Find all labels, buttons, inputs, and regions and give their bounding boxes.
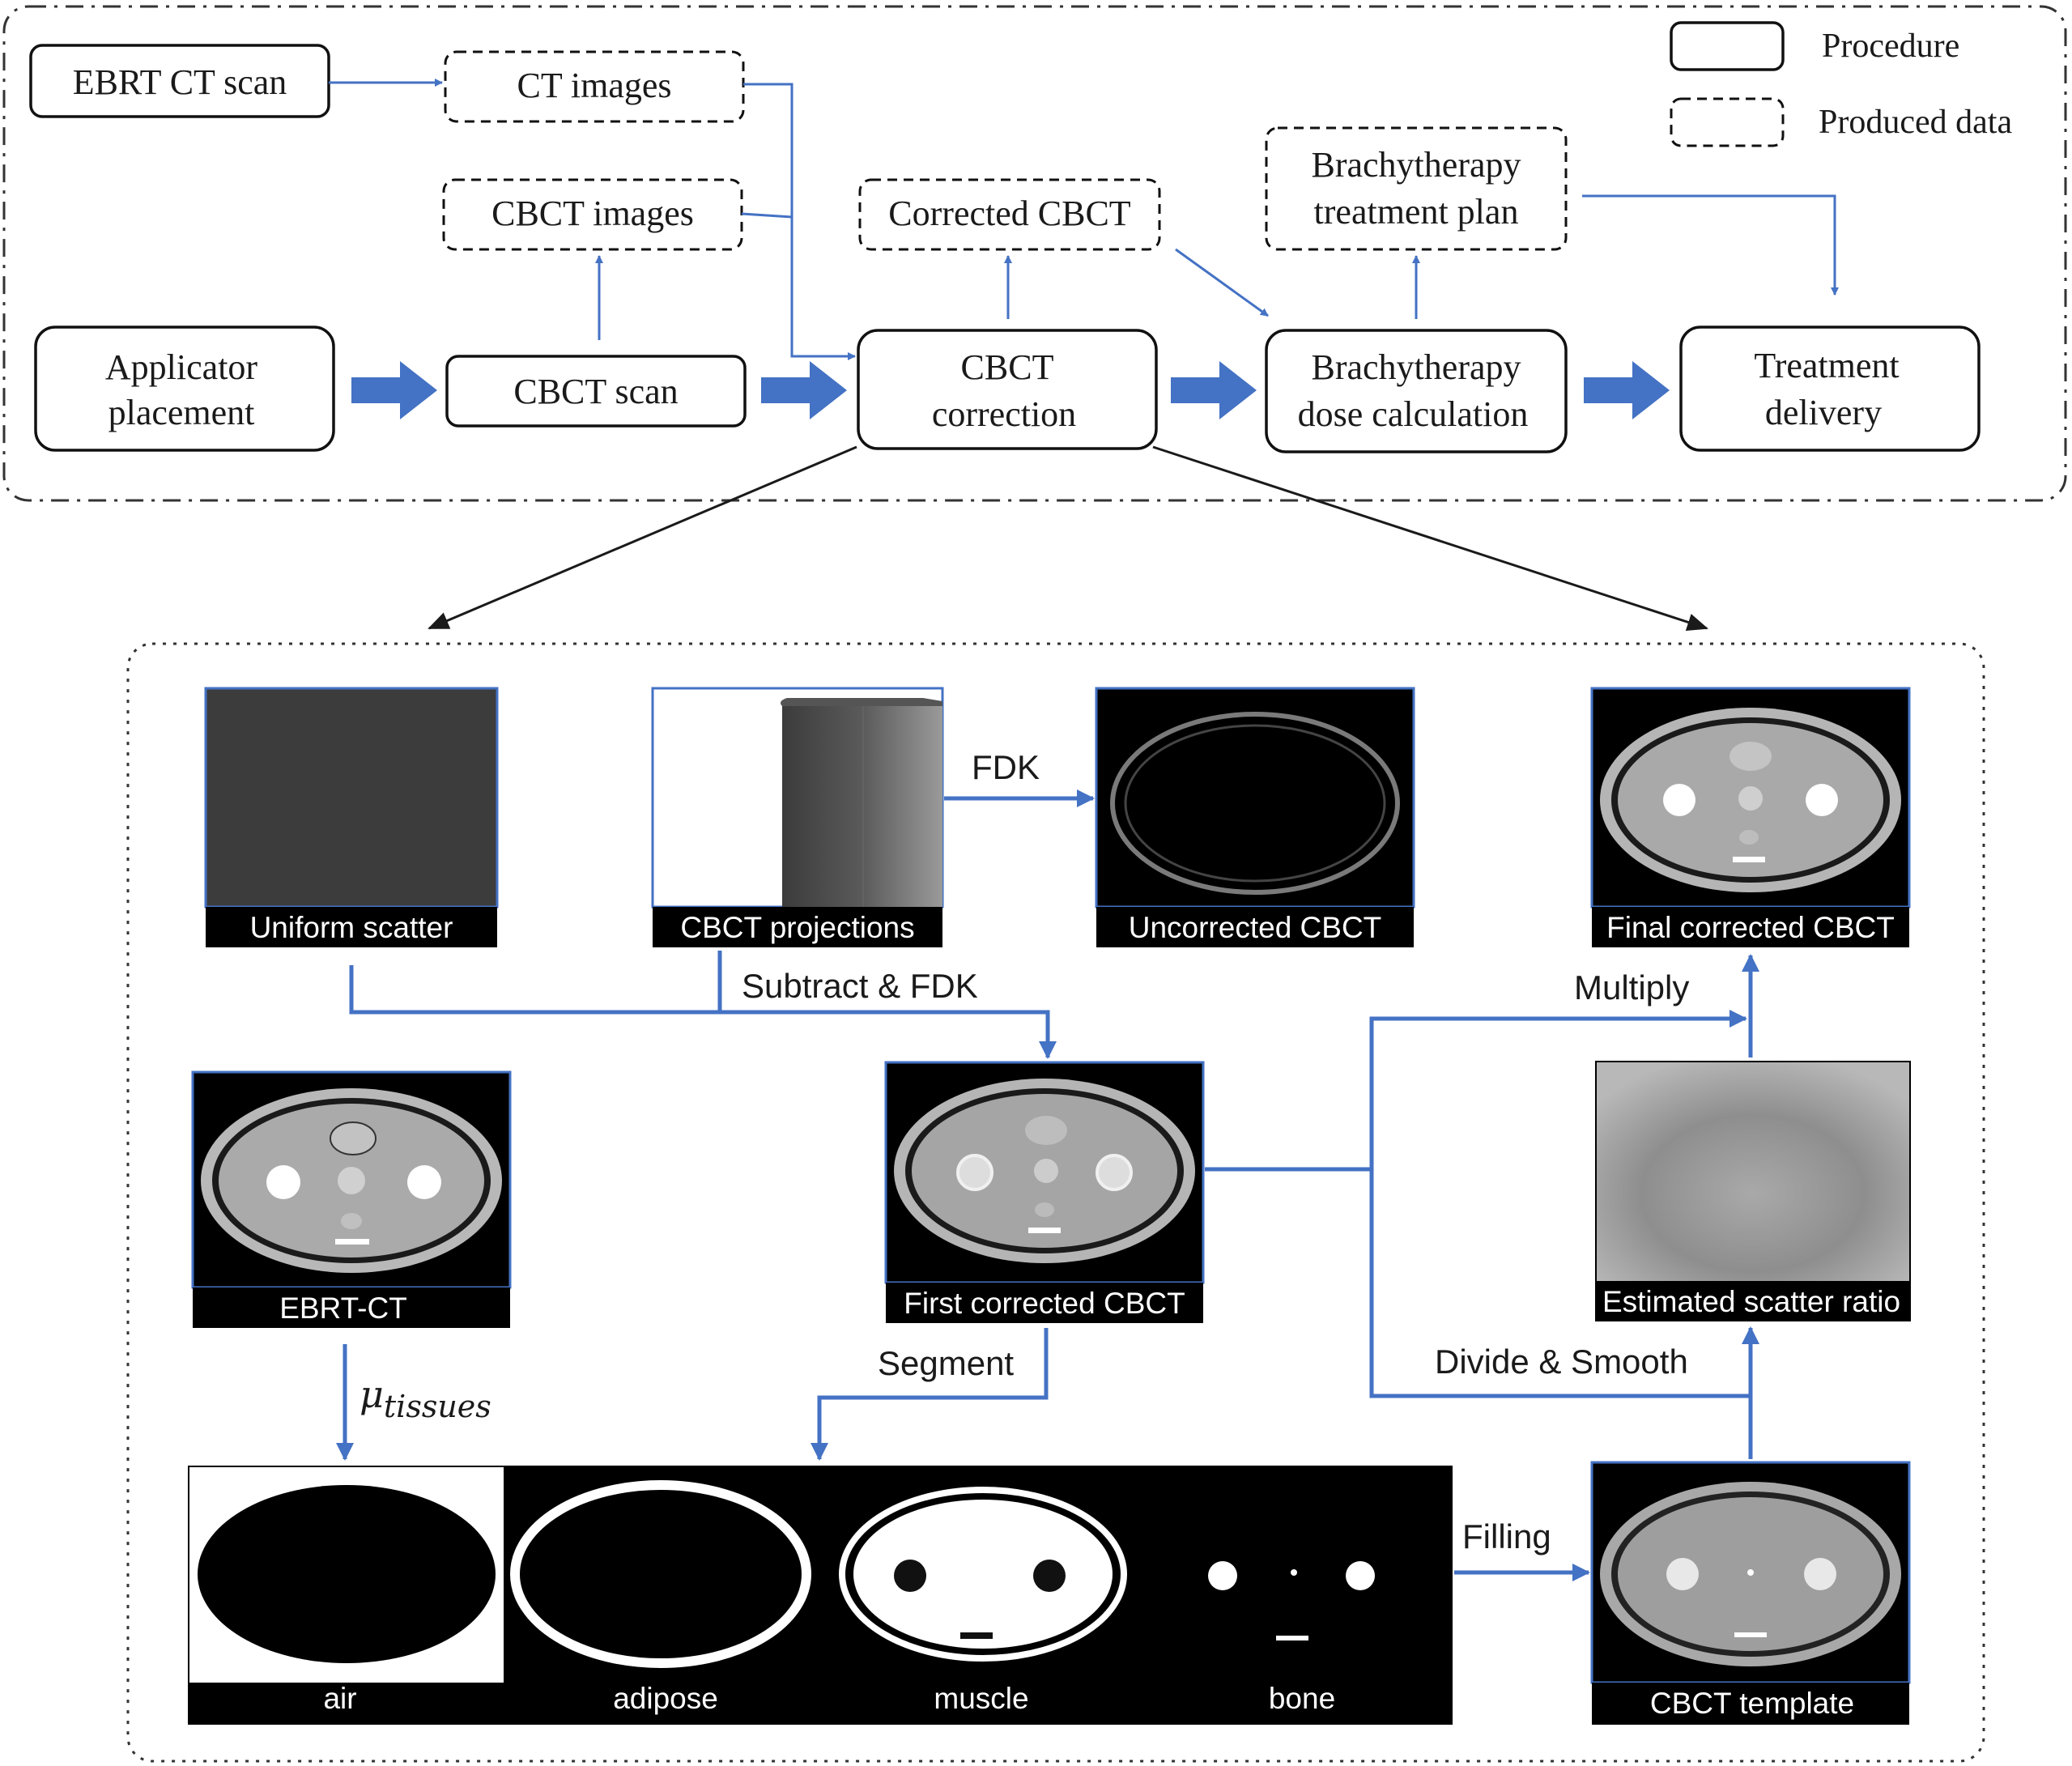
uncorrected-cbct-caption: Uncorrected CBCT bbox=[1129, 911, 1382, 944]
uncorrected-cbct-tile: Uncorrected CBCT bbox=[1095, 687, 1415, 947]
arrow-subtract-fdk bbox=[349, 965, 1057, 1059]
legend-produced-data-label: Produced data bbox=[1819, 104, 2012, 141]
ct-images-label: CT images bbox=[517, 66, 671, 105]
ebrt-ct-caption: EBRT-CT bbox=[279, 1292, 407, 1325]
mu-tissues-label: μtissues bbox=[360, 1372, 491, 1424]
divide-smooth-label: Divide & Smooth bbox=[1435, 1343, 1688, 1381]
uniform-scatter-tile: Uniform scatter bbox=[204, 687, 499, 947]
cbct-correction-box bbox=[857, 329, 1158, 450]
bone-caption: bone bbox=[1269, 1682, 1335, 1715]
expansion-arrow-left bbox=[428, 445, 857, 630]
uniform-scatter-caption: Uniform scatter bbox=[250, 911, 453, 944]
ebrt-ct-scan-box bbox=[29, 44, 330, 118]
air-mask bbox=[198, 1485, 496, 1663]
arrow-first-to-divide bbox=[1205, 1167, 1751, 1398]
brachy-plan-label-2: treatment plan bbox=[1314, 192, 1519, 232]
arrow-multiply bbox=[1369, 1010, 1747, 1169]
legend-procedure-swatch bbox=[1670, 21, 1785, 71]
arrow-ct-images-to-correction bbox=[743, 83, 856, 360]
corrected-cbct-box bbox=[858, 178, 1161, 251]
segmentation-strip: air adipose muscle bone bbox=[188, 1466, 1453, 1725]
legend: Procedure Produced data bbox=[1670, 21, 2012, 147]
treatment-delivery-box bbox=[1679, 326, 1981, 452]
adipose-mask bbox=[510, 1480, 811, 1668]
applicator-placement-box bbox=[34, 326, 335, 452]
cbct-scan-box bbox=[445, 355, 747, 428]
legend-procedure-label: Procedure bbox=[1822, 28, 1959, 65]
subtract-fdk-label: Subtract & FDK bbox=[742, 967, 978, 1005]
arrow-segment bbox=[811, 1328, 1049, 1461]
mu-symbol: μ bbox=[360, 1372, 384, 1416]
brachy-plan-label-1: Brachytherapy bbox=[1312, 145, 1521, 185]
filling-label: Filling bbox=[1462, 1517, 1551, 1555]
muscle-caption: muscle bbox=[934, 1682, 1028, 1715]
dose-calc-label-1: Brachytherapy bbox=[1312, 347, 1521, 387]
final-corrected-cbct-caption: Final corrected CBCT bbox=[1606, 911, 1895, 944]
applicator-label-1: Applicator bbox=[105, 347, 258, 387]
estimated-scatter-ratio-tile: Estimated scatter ratio bbox=[1595, 1061, 1911, 1321]
ct-images-box bbox=[444, 50, 745, 123]
first-corrected-cbct-caption: First corrected CBCT bbox=[904, 1287, 1185, 1320]
first-corrected-cbct-tile: First corrected CBCT bbox=[884, 1061, 1205, 1323]
ebrt-ct-scan-label: EBRT CT scan bbox=[73, 62, 287, 102]
correction-panel-border bbox=[126, 642, 1985, 1763]
dose-calc-label-2: dose calculation bbox=[1298, 394, 1529, 434]
cbct-correction-label-2: correction bbox=[932, 394, 1076, 434]
estimated-scatter-ratio-caption: Estimated scatter ratio bbox=[1602, 1285, 1900, 1318]
mu-subscript: tissues bbox=[384, 1389, 491, 1424]
final-corrected-cbct-tile: Final corrected CBCT bbox=[1590, 687, 1911, 947]
cbct-images-label: CBCT images bbox=[491, 194, 694, 233]
ebrt-ct-tile: EBRT-CT bbox=[191, 1070, 512, 1328]
workflow-panel-border bbox=[2, 5, 2067, 502]
cbct-correction-label-1: CBCT bbox=[961, 347, 1054, 387]
treatment-label-1: Treatment bbox=[1754, 346, 1899, 385]
corrected-cbct-label: Corrected CBCT bbox=[888, 194, 1131, 233]
treatment-label-2: delivery bbox=[1765, 393, 1882, 432]
muscle-mask-outer bbox=[839, 1487, 1127, 1662]
thick-arrow-correction-to-dose bbox=[1171, 361, 1257, 419]
arrow-corrected-to-dose bbox=[1175, 248, 1269, 317]
fdk-label: FDK bbox=[972, 748, 1040, 786]
dose-calculation-box bbox=[1265, 329, 1568, 453]
thick-arrow-scan-to-correction bbox=[761, 361, 847, 419]
applicator-label-2: placement bbox=[108, 393, 255, 432]
thick-arrow-dose-to-delivery bbox=[1584, 361, 1670, 419]
muscle-mask bbox=[853, 1500, 1113, 1649]
arrow-plan-to-delivery bbox=[1582, 194, 1839, 296]
cbct-scan-label: CBCT scan bbox=[513, 372, 678, 411]
legend-produced-data-swatch bbox=[1670, 97, 1785, 147]
cbct-projections-caption: CBCT projections bbox=[680, 911, 914, 944]
segment-label: Segment bbox=[878, 1344, 1014, 1382]
line-cbct-images-join bbox=[741, 212, 793, 219]
cbct-template-tile: CBCT template bbox=[1590, 1461, 1911, 1725]
thick-arrow-applicator-to-scan bbox=[351, 361, 437, 419]
brachytherapy-treatment-plan-box bbox=[1265, 126, 1568, 251]
expansion-arrow-right bbox=[1152, 445, 1708, 631]
adipose-caption: adipose bbox=[613, 1682, 718, 1715]
multiply-label: Multiply bbox=[1574, 968, 1689, 1006]
cbct-template-caption: CBCT template bbox=[1650, 1687, 1854, 1720]
cbct-projections-tile: CBCT projections bbox=[651, 687, 944, 947]
air-caption: air bbox=[323, 1682, 356, 1715]
